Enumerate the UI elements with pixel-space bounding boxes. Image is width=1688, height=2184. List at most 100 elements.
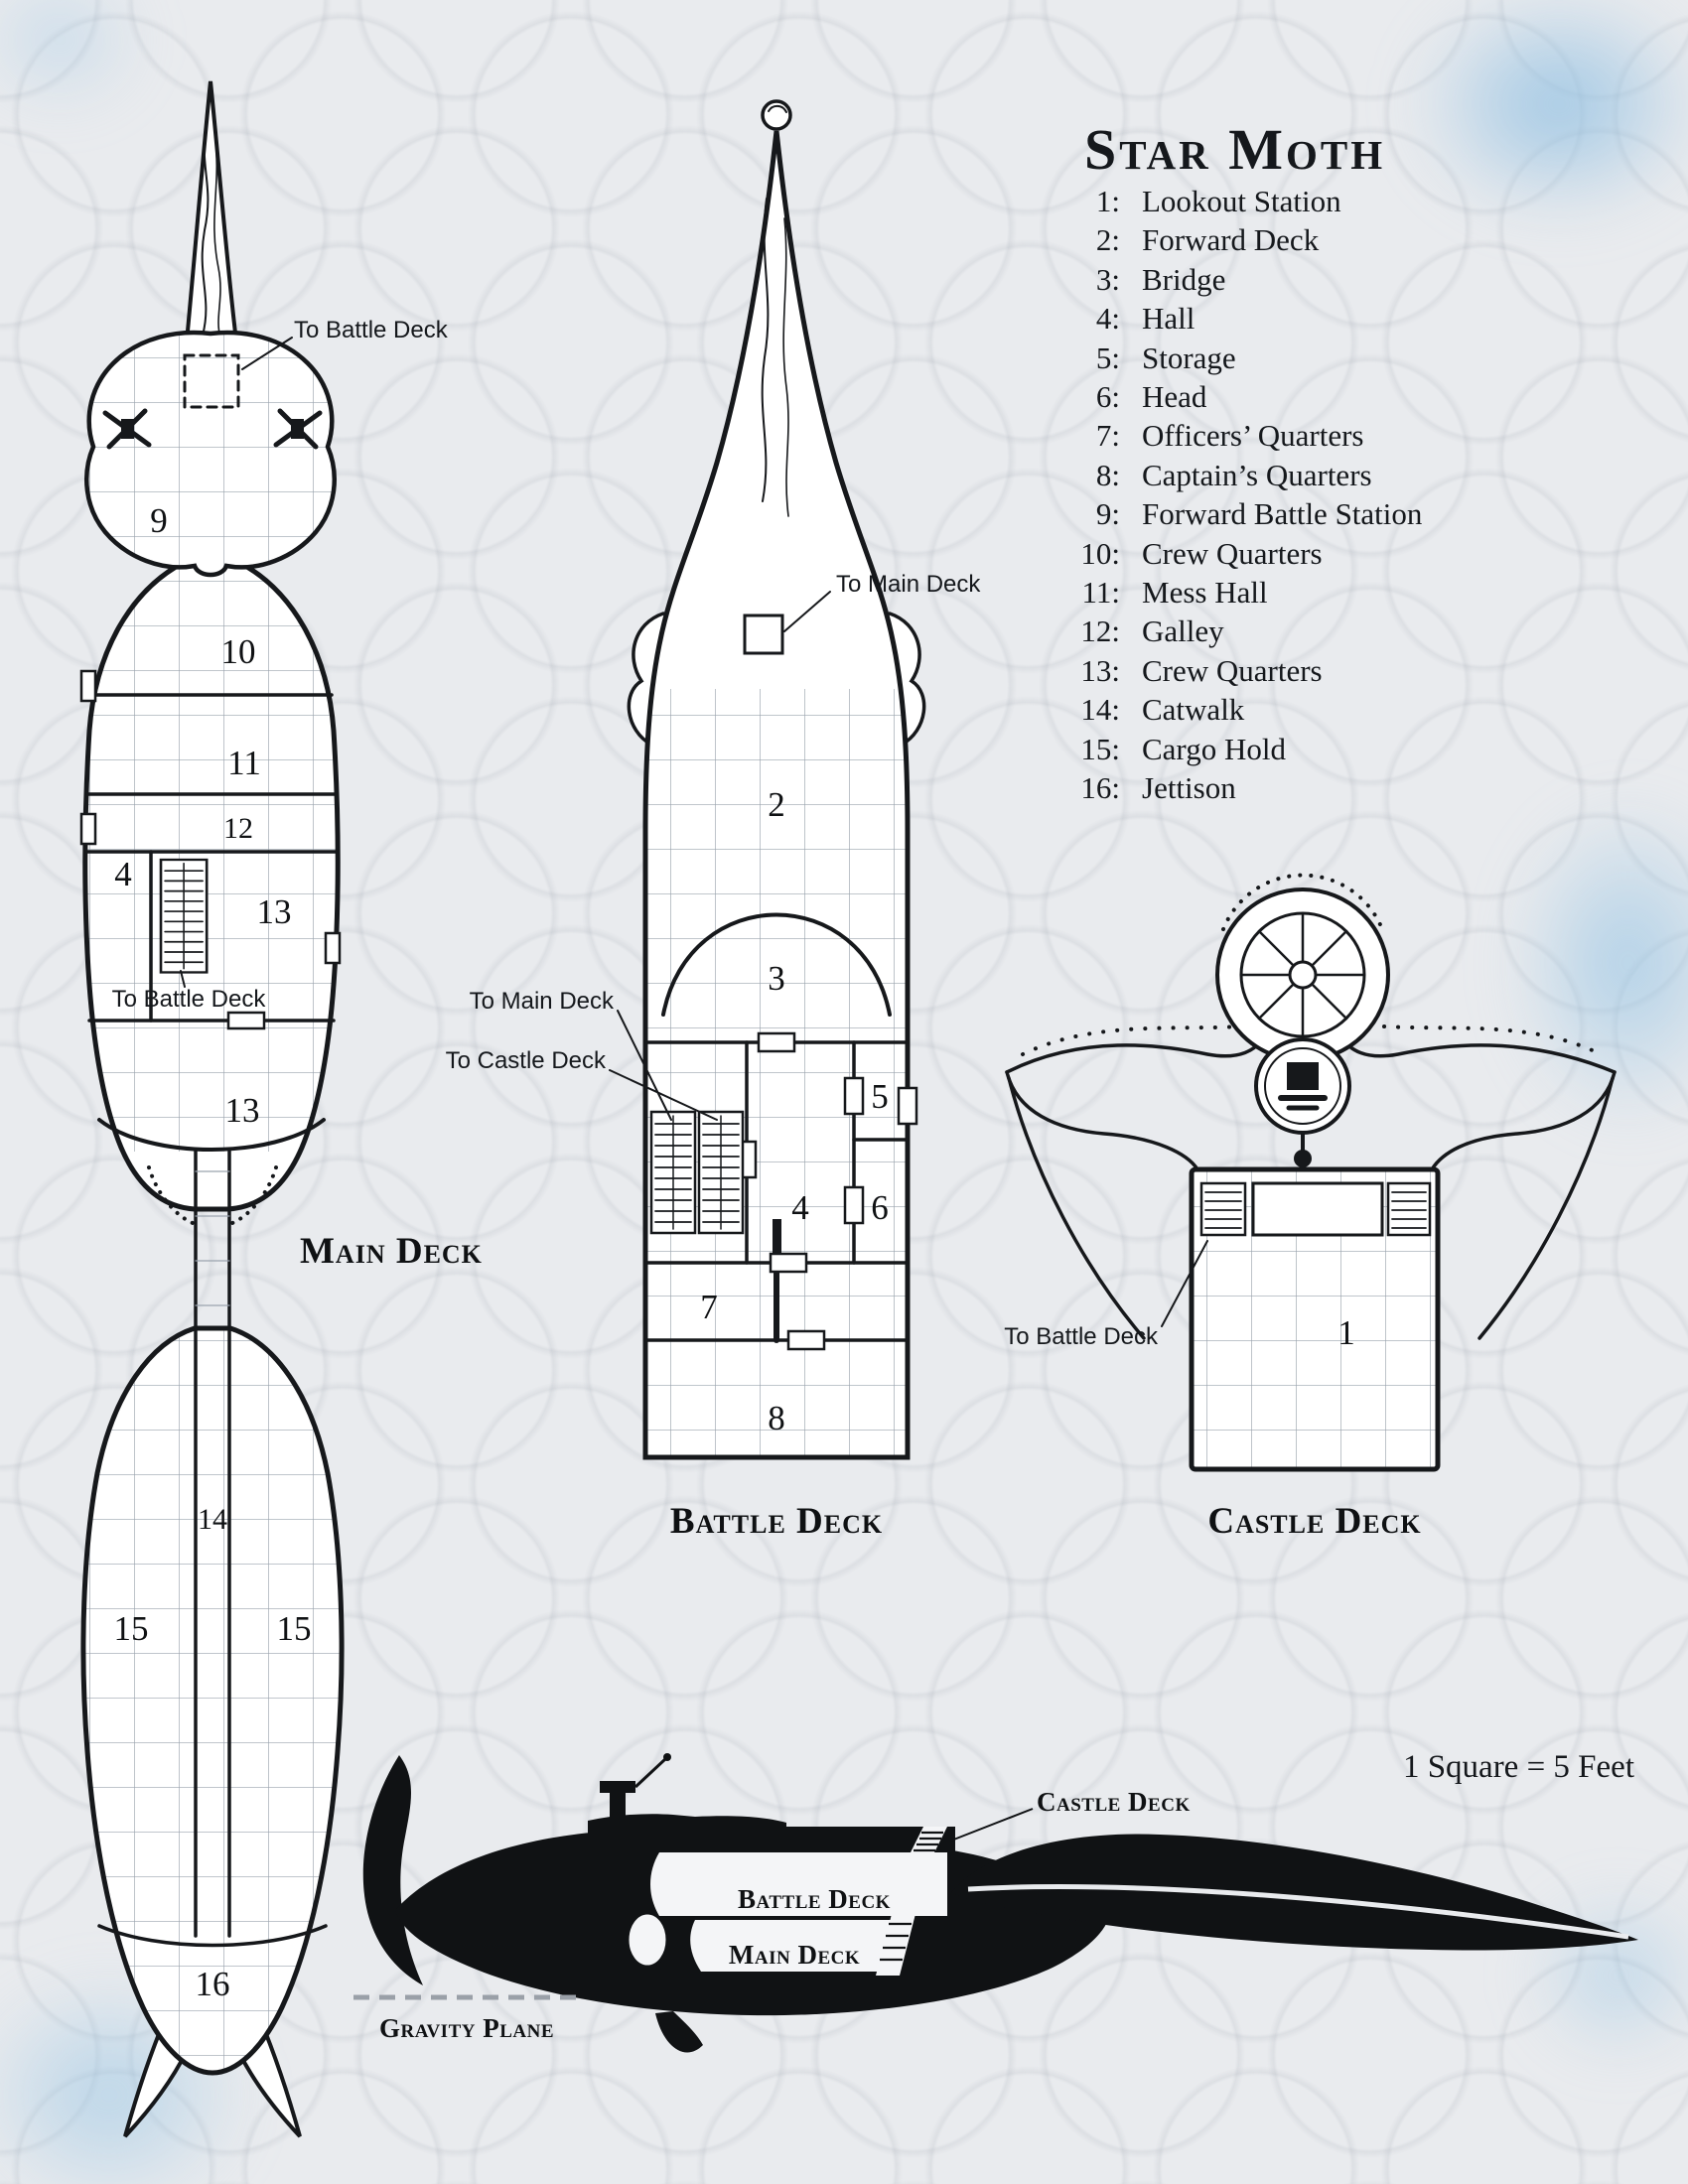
porthole	[626, 1911, 669, 1969]
profile-battle-band	[650, 1852, 947, 1916]
to-castle-deck-label: To Castle Deck	[446, 1047, 607, 1074]
main-deck-head	[84, 330, 337, 578]
pointer-line	[783, 591, 831, 632]
profile-mast	[633, 1757, 667, 1789]
stairs-icon	[1199, 1181, 1247, 1237]
profile-battle-deck-label: Battle Deck	[738, 1884, 891, 1914]
main-deck-room-numbers: 9 10 11 12 4 13 13 14 15 15 16	[114, 501, 312, 2003]
door-hatch	[226, 1011, 266, 1030]
hatch-to-battle-deck	[183, 353, 240, 409]
main-deck-spire	[184, 80, 239, 343]
legend-num: 6:	[1096, 379, 1120, 414]
legend-label: Head	[1142, 379, 1207, 414]
legend-num: 7:	[1096, 418, 1120, 453]
legend-label: Forward Battle Station	[1142, 496, 1423, 531]
stipple-texture	[1221, 873, 1384, 931]
page-title: Star Moth	[1084, 117, 1385, 182]
stairs-icon	[697, 1110, 745, 1235]
legend-num: 2:	[1096, 222, 1120, 257]
legend-label: Galley	[1142, 614, 1224, 648]
main-deck-plan: To Battle Deck To Battle Deck Main Deck …	[79, 80, 483, 2138]
door-hatch	[897, 1086, 918, 1126]
battle-deck-plan: To Main Deck To Main Deck To Castle Deck…	[446, 99, 981, 1542]
legend-num: 12:	[1080, 614, 1120, 648]
pointer-line	[180, 970, 186, 988]
ladder-icon	[1386, 1181, 1432, 1237]
ballista-icon	[102, 408, 152, 450]
battle-deck-room-numbers: 2 3 5 4 6 7 8	[700, 785, 889, 1437]
castle-deck-plan: 1 To Battle Deck Castle Deck	[1004, 873, 1617, 1542]
room-number: 11	[227, 744, 261, 782]
legend-label: Catwalk	[1142, 692, 1245, 727]
lookout-room: 1	[1189, 1166, 1441, 1472]
legend-num: 15:	[1080, 732, 1120, 766]
legend-label: Cargo Hold	[1142, 732, 1286, 766]
stairs-icon	[159, 858, 209, 974]
profile-main-deck-label: Main Deck	[729, 1940, 860, 1970]
legend-num: 1:	[1096, 184, 1120, 218]
room-number: 14	[198, 1503, 227, 1536]
room-number: 1	[1337, 1313, 1355, 1352]
ship-side-profile: Castle Deck Battle Deck Main Deck Gravit…	[353, 1753, 1638, 2053]
castle-deck-title: Castle Deck	[1207, 1501, 1421, 1542]
legend-label: Hall	[1142, 301, 1195, 336]
profile-mast-tip	[663, 1753, 671, 1761]
to-battle-deck-label: To Battle Deck	[112, 986, 267, 1013]
legend-label: Crew Quarters	[1142, 536, 1323, 571]
profile-main-band	[690, 1920, 896, 1972]
to-battle-deck-label: To Battle Deck	[1004, 1323, 1159, 1350]
jettison-wall	[97, 1924, 328, 1948]
legend-label: Jettison	[1142, 770, 1236, 805]
ladder-hatch	[876, 1914, 915, 1976]
legend-panel: Star Moth 1: Lookout Station 2: Forward …	[1080, 117, 1423, 805]
wheel-ornament	[1215, 873, 1390, 1062]
legend-label: Bridge	[1142, 262, 1225, 297]
tail-split-line	[967, 1884, 1629, 1940]
legend-num: 8:	[1096, 458, 1120, 492]
room-number: 15	[114, 1609, 149, 1648]
room-number: 7	[700, 1288, 718, 1326]
door-hatch	[769, 1252, 808, 1274]
pointer-line	[617, 1010, 672, 1121]
legend-num: 16:	[1080, 770, 1120, 805]
pointer-line	[1161, 1240, 1208, 1327]
legend-label: Officers’ Quarters	[1142, 418, 1364, 453]
ladder-hatch	[910, 1827, 947, 1854]
stipple-texture	[147, 1165, 195, 1225]
legend-num: 9:	[1096, 496, 1120, 531]
helm-bench	[1251, 1181, 1384, 1237]
legend-label: Lookout Station	[1142, 184, 1341, 218]
door-hatch	[843, 1076, 865, 1116]
door-hatch	[79, 669, 97, 703]
main-deck-catwalk-shaft	[147, 1148, 278, 1938]
main-deck-body	[79, 552, 342, 1212]
legend-num: 13:	[1080, 653, 1120, 688]
legend-num: 14:	[1080, 692, 1120, 727]
room-number: 3	[768, 959, 785, 998]
legend-list: 1: Lookout Station 2: Forward Deck 3: Br…	[1080, 184, 1423, 805]
legend-label: Forward Deck	[1142, 222, 1320, 257]
room-number: 9	[150, 501, 168, 540]
main-deck-title: Main Deck	[300, 1231, 483, 1272]
legend-num: 5:	[1096, 341, 1120, 375]
legend-label: Captain’s Quarters	[1142, 458, 1372, 492]
spire-texture	[782, 217, 789, 517]
bridge-arch	[661, 912, 892, 1017]
legend-num: 3:	[1096, 262, 1120, 297]
room-number: 13	[257, 892, 292, 931]
legend-label: Crew Quarters	[1142, 653, 1323, 688]
hull-floor-arch	[97, 1118, 326, 1152]
to-battle-deck-label: To Battle Deck	[294, 317, 449, 343]
stipple-texture	[1021, 1024, 1243, 1056]
pointer-line	[241, 337, 293, 370]
legend-num: 10:	[1080, 536, 1120, 571]
gravity-plane-label: Gravity Plane	[379, 2013, 554, 2043]
helm-chair-icon	[1278, 1062, 1328, 1167]
room-number: 13	[225, 1091, 260, 1130]
legend-label: Mess Hall	[1142, 575, 1268, 610]
room-number: 4	[791, 1188, 809, 1227]
spire-texture	[761, 198, 770, 502]
room-number: 16	[196, 1965, 230, 2003]
room-number: 4	[114, 855, 132, 893]
